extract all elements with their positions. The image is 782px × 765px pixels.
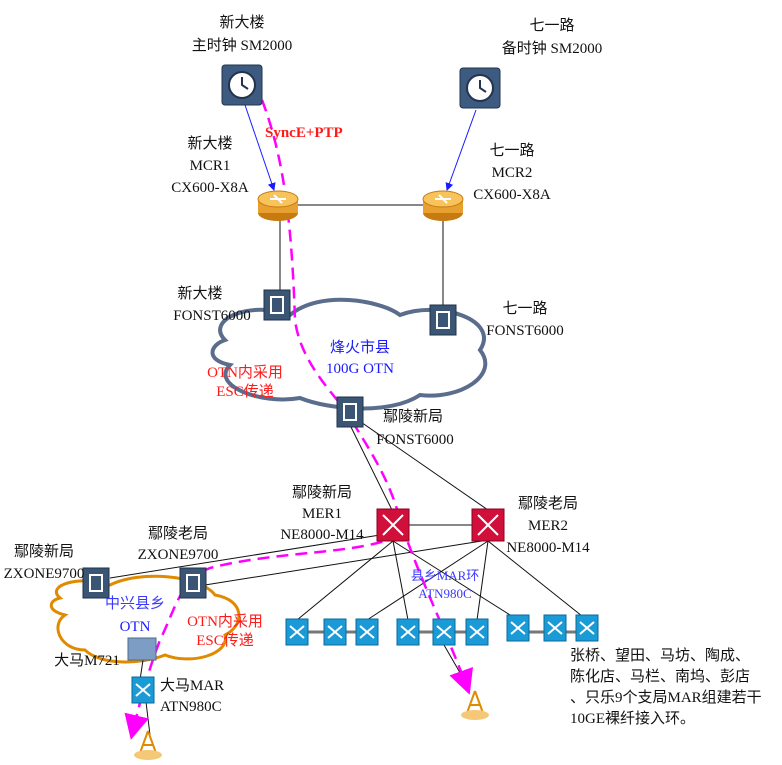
clock-main-icon[interactable]: [221, 64, 263, 106]
fonst-xdl-label: 新大楼: [177, 285, 222, 302]
mcr1-label: CX600-X8A: [171, 180, 249, 196]
clock-backup-label: 七一路: [529, 17, 574, 34]
mer1-label: 鄢陵新局: [292, 484, 352, 501]
cloud-main-otn: [210, 297, 488, 411]
esc-main-label: ESC传递: [216, 383, 274, 400]
mcr1-router-icon[interactable]: [257, 190, 299, 222]
fonst-yl-otn-icon[interactable]: [336, 396, 364, 428]
mar-ring-switches: [285, 614, 599, 646]
fonst-yl-label: FONST6000: [376, 432, 454, 448]
mer2-label: MER2: [528, 518, 568, 534]
mar-switch-icon[interactable]: [323, 618, 347, 646]
mer2-label: NE8000-M14: [506, 540, 590, 556]
zx-old-label: ZXONE9700: [138, 547, 219, 563]
mcr2-label: MCR2: [492, 165, 533, 181]
fonst-yl-label: 鄢陵新局: [383, 408, 443, 425]
clock-link-main: [244, 104, 276, 191]
note-text: 10GE裸纤接入环。: [570, 710, 695, 727]
esc-zte-label: ESC传递: [196, 632, 254, 649]
mer1-label: MER1: [302, 506, 342, 522]
note-text: 、只乐9个支局MAR组建若干: [570, 689, 762, 706]
m721-label: 大马M721: [54, 652, 120, 669]
sync-label: SyncE+PTP: [265, 125, 343, 141]
mcr2-router-icon[interactable]: [422, 190, 464, 222]
clock-link-backup: [445, 109, 477, 191]
mar-switch-icon[interactable]: [506, 614, 530, 642]
mcr1-label: 新大楼: [187, 135, 232, 152]
mer1-switch-icon[interactable]: [376, 508, 410, 542]
tower-icon: [133, 730, 163, 761]
cloud-main-label: 100G OTN: [326, 361, 394, 377]
mar-switch-icon[interactable]: [543, 614, 567, 642]
mcr2-label: CX600-X8A: [473, 187, 551, 203]
m721-router-icon[interactable]: [127, 637, 157, 661]
fonst-xdl-otn-icon[interactable]: [263, 289, 291, 321]
fonst-qyl-label: 七一路: [502, 300, 547, 317]
cloud-zte-label: 中兴县乡: [105, 595, 165, 612]
tower-icon: [460, 690, 490, 721]
mar-switch-icon[interactable]: [465, 618, 489, 646]
cloud-main-label: 烽火市县: [330, 339, 390, 356]
mer2-label: 鄢陵老局: [518, 495, 578, 512]
clock-main-label: 主时钟 SM2000: [192, 37, 292, 54]
cloud-zte-label: OTN: [120, 619, 151, 635]
mar-ring-label: 县乡MAR环: [411, 568, 480, 583]
clock-main-label: 新大楼: [219, 14, 264, 31]
zx-new-label: ZXONE9700: [4, 566, 85, 582]
fonst-qyl-otn-icon[interactable]: [429, 304, 457, 336]
links: [109, 204, 588, 736]
esc-zte-label: OTN内采用: [187, 613, 263, 630]
fonst-xdl-label: FONST6000: [173, 308, 251, 324]
note-text: 张桥、望田、马坊、陶成、: [570, 647, 750, 664]
mar-switch-icon[interactable]: [575, 614, 599, 642]
esc-main-label: OTN内采用: [207, 364, 283, 381]
mar-ring-label: ATN980C: [418, 586, 471, 601]
zx-old-label: 鄢陵老局: [148, 525, 208, 542]
zx-new-label: 鄢陵新局: [14, 543, 74, 560]
dama-mar-switch-icon[interactable]: [131, 676, 155, 704]
zx-new-otn-icon[interactable]: [82, 567, 110, 599]
clock-backup-icon[interactable]: [459, 67, 501, 109]
mar-switch-icon[interactable]: [285, 618, 309, 646]
fonst-qyl-label: FONST6000: [486, 323, 564, 339]
mar-switch-icon[interactable]: [396, 618, 420, 646]
dama-mar-label: ATN980C: [160, 699, 222, 715]
clock-backup-label: 备时钟 SM2000: [502, 40, 602, 57]
dama-mar-label: 大马MAR: [160, 677, 224, 694]
zx-old-otn-icon[interactable]: [179, 567, 207, 599]
mar-switch-icon[interactable]: [355, 618, 379, 646]
mcr1-label: MCR1: [190, 158, 231, 174]
mar-switch-icon[interactable]: [432, 618, 456, 646]
note-text: 陈化店、马栏、南坞、彭店: [570, 667, 750, 685]
mer1-label: NE8000-M14: [280, 527, 364, 543]
mer2-switch-icon[interactable]: [471, 508, 505, 542]
mcr2-label: 七一路: [489, 142, 534, 159]
